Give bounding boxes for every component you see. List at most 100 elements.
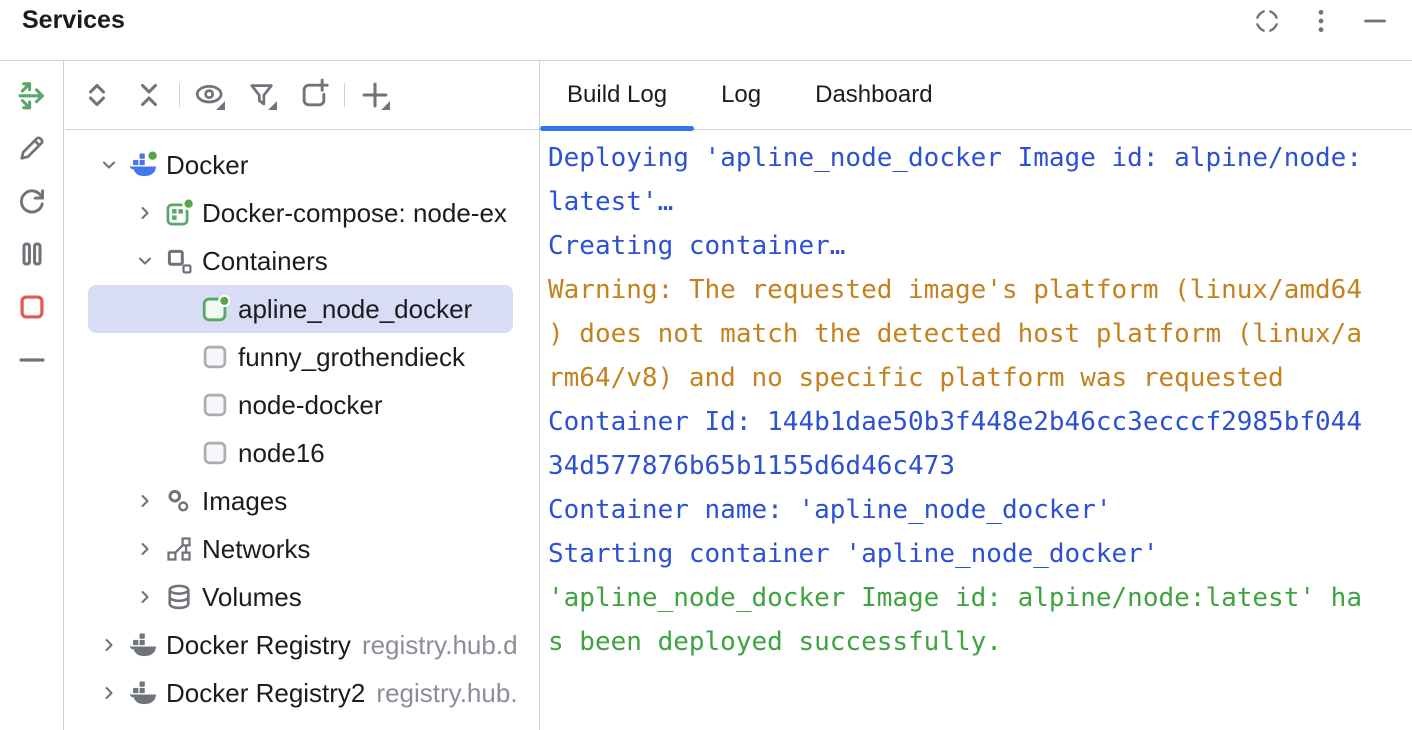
container-stopped-icon bbox=[203, 441, 227, 465]
refresh-icon bbox=[19, 189, 44, 214]
chevron-right-icon[interactable] bbox=[130, 538, 160, 560]
tree-row-label: Docker Registry bbox=[166, 629, 351, 660]
tree-row-label: Networks bbox=[202, 533, 311, 564]
stop-button[interactable] bbox=[12, 287, 52, 327]
log-line: Starting container 'apline_node_docker' bbox=[548, 539, 1159, 569]
tab-build-log[interactable]: Build Log bbox=[540, 61, 695, 131]
kebab-menu-icon bbox=[1318, 9, 1324, 33]
refresh-button[interactable] bbox=[12, 181, 52, 221]
chevron-down-icon[interactable] bbox=[130, 250, 160, 272]
pause-button[interactable] bbox=[12, 234, 52, 274]
chevron-down-icon[interactable] bbox=[94, 154, 124, 176]
container-running-icon bbox=[202, 294, 230, 322]
docker-whale-icon bbox=[128, 150, 158, 180]
chevron-right-icon bbox=[141, 591, 149, 603]
header-icons bbox=[1252, 6, 1390, 36]
collapse-all-button[interactable] bbox=[131, 77, 167, 113]
log-line: latest'… bbox=[548, 187, 674, 217]
chevron-right-icon bbox=[141, 495, 149, 507]
add-tab-button[interactable] bbox=[296, 77, 332, 113]
tree-row-containers[interactable]: Containers bbox=[64, 237, 540, 285]
tree-row-images[interactable]: Images bbox=[64, 477, 540, 525]
tab-log[interactable]: Log bbox=[721, 81, 762, 108]
collapse-line-button[interactable] bbox=[12, 340, 52, 380]
volumes-icon bbox=[164, 582, 194, 612]
pencil-button[interactable] bbox=[12, 128, 52, 168]
expand-all-icon bbox=[89, 83, 105, 107]
chevron-right-icon bbox=[105, 687, 113, 699]
tree-row-docker-compose-node-ex[interactable]: Docker-compose: node-ex bbox=[64, 189, 540, 237]
registry-whale-icon bbox=[128, 630, 158, 660]
container-stopped-icon bbox=[203, 345, 227, 369]
tree-row-label: Docker-compose: node-ex bbox=[202, 197, 507, 228]
pencil-icon bbox=[19, 136, 44, 160]
collapse-all-icon bbox=[141, 83, 157, 107]
tree-row-networks[interactable]: Networks bbox=[64, 525, 540, 573]
eye-button[interactable] bbox=[192, 77, 228, 113]
kebab-menu-button[interactable] bbox=[1306, 6, 1336, 36]
add-tab-icon bbox=[302, 78, 329, 107]
tree-row-label: node-docker bbox=[238, 389, 383, 420]
container-stopped-icon bbox=[200, 438, 230, 468]
tree-row-label: Images bbox=[202, 485, 288, 516]
tree-row-label: Docker Registry2 bbox=[166, 677, 366, 708]
chevron-right-icon[interactable] bbox=[130, 202, 160, 224]
tab-dashboard[interactable]: Dashboard bbox=[815, 81, 933, 108]
expand-all-button[interactable] bbox=[79, 77, 115, 113]
panel-divider bbox=[539, 61, 540, 730]
log-line: Container name: 'apline_node_docker' bbox=[548, 495, 1112, 525]
tree-row-volumes[interactable]: Volumes bbox=[64, 573, 540, 621]
volumes-icon bbox=[168, 584, 190, 610]
registry-whale-icon bbox=[130, 681, 156, 705]
toolbar-separator bbox=[344, 83, 345, 107]
deploy-arrows-icon bbox=[17, 82, 44, 110]
target-button[interactable] bbox=[1252, 6, 1282, 36]
chevron-right-icon[interactable] bbox=[130, 586, 160, 608]
tree-row-funny-grothendieck[interactable]: funny_grothendieck bbox=[64, 333, 540, 381]
container-stopped-icon bbox=[200, 342, 230, 372]
tree-row-label: node16 bbox=[238, 437, 325, 468]
log-line: Container Id: 144b1dae50b3f448e2b46cc3ec… bbox=[548, 407, 1362, 437]
deploy-arrows-button[interactable] bbox=[12, 75, 52, 115]
log-line: 34d577876b65b1155d6d46c473 bbox=[548, 451, 955, 481]
chevron-right-icon[interactable] bbox=[94, 682, 124, 704]
chevron-right-icon bbox=[141, 543, 149, 555]
filter-button[interactable] bbox=[244, 77, 280, 113]
docker-whale-icon bbox=[130, 150, 158, 177]
chevron-down-icon bbox=[103, 161, 115, 169]
compose-icon bbox=[164, 198, 194, 228]
tree-row-label: Volumes bbox=[202, 581, 302, 612]
tree-toolbar bbox=[65, 61, 540, 130]
minimize-button[interactable] bbox=[1360, 6, 1390, 36]
plus-button[interactable] bbox=[357, 77, 393, 113]
stop-icon bbox=[19, 295, 44, 319]
tree-row-label: apline_node_docker bbox=[238, 293, 473, 324]
chevron-right-icon bbox=[141, 207, 149, 219]
container-running-icon bbox=[200, 294, 230, 324]
collapse-line-icon bbox=[19, 358, 44, 362]
chevron-right-icon[interactable] bbox=[130, 490, 160, 512]
log-line: Creating container… bbox=[548, 231, 846, 261]
container-stopped-icon bbox=[200, 390, 230, 420]
containers-icon bbox=[167, 249, 192, 274]
container-stopped-icon bbox=[203, 393, 227, 417]
tree-row-secondary-label: registry.hub.d bbox=[361, 629, 518, 660]
tree-row-node-docker[interactable]: node-docker bbox=[64, 381, 540, 429]
tree-row-label: Containers bbox=[202, 245, 328, 276]
compose-icon bbox=[166, 198, 194, 226]
log-line: rm64/v8) and no specific platform was re… bbox=[548, 363, 1284, 393]
eye-icon bbox=[195, 84, 225, 110]
target-icon bbox=[1254, 8, 1280, 34]
plus-icon bbox=[362, 82, 390, 110]
tool-window-header: Services bbox=[0, 0, 1412, 61]
tree-row-docker[interactable]: Docker bbox=[64, 141, 540, 189]
tree-row-docker-registry[interactable]: Docker Registry registry.hub.d bbox=[64, 621, 540, 669]
containers-icon bbox=[164, 246, 194, 276]
tree-row-label: Docker bbox=[166, 149, 249, 180]
chevron-right-icon[interactable] bbox=[94, 634, 124, 656]
tree-row-label: funny_grothendieck bbox=[238, 341, 465, 372]
tree-row-apline-node-docker[interactable]: apline_node_docker bbox=[64, 285, 540, 333]
tree-row-node16[interactable]: node16 bbox=[64, 429, 540, 477]
